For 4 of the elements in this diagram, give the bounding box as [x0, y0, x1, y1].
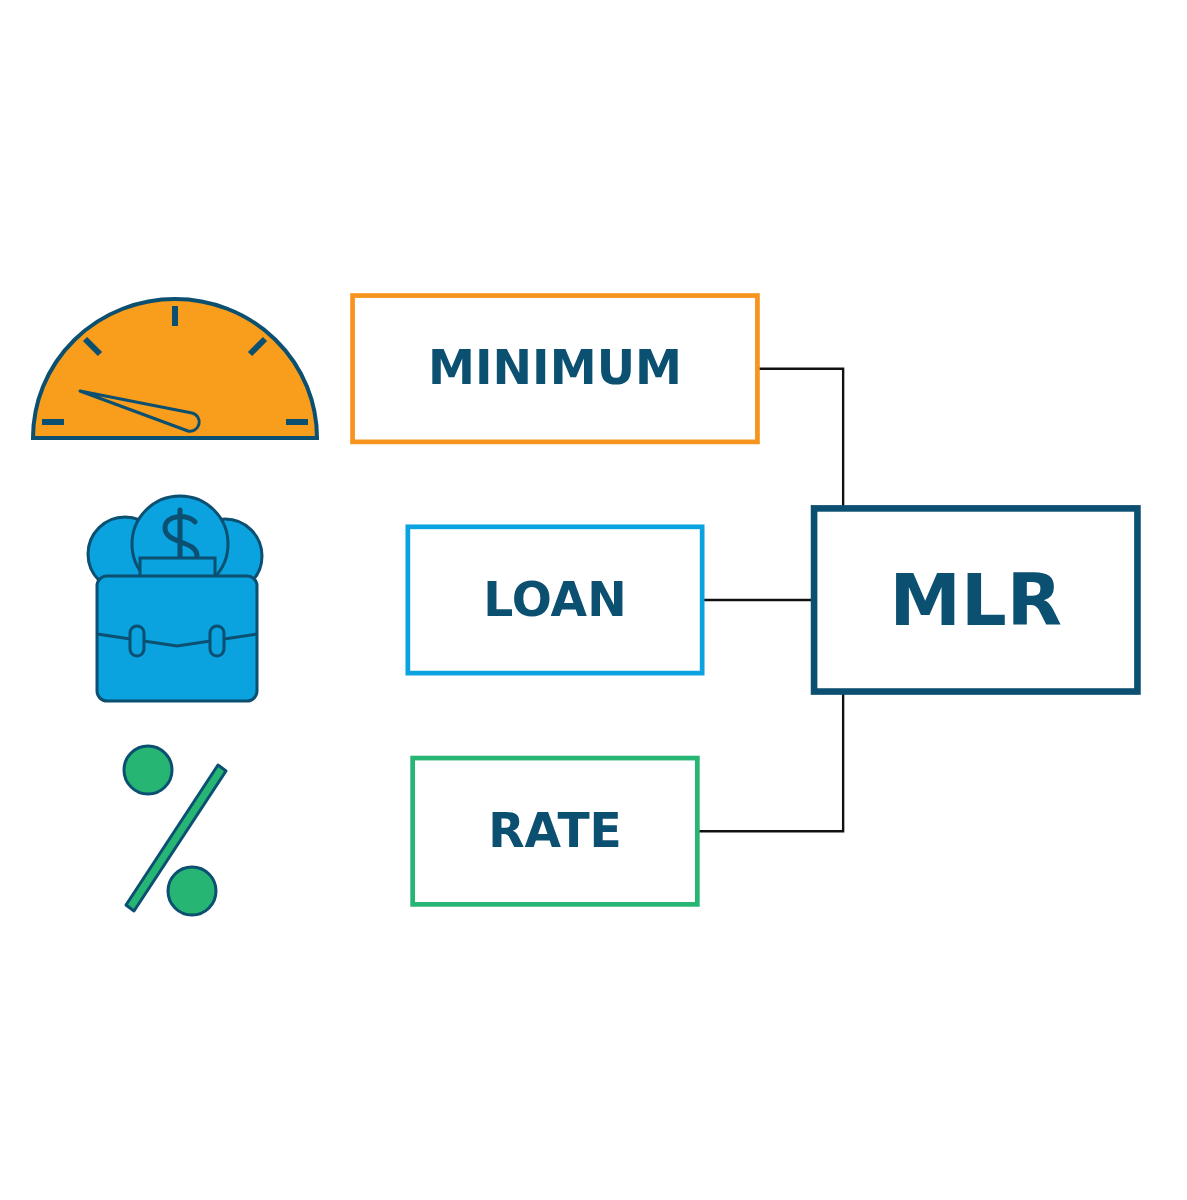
node-box: RATE [410, 755, 700, 907]
node-box: LOAN [405, 524, 705, 676]
node-box: MINIMUM [350, 293, 760, 445]
node-box: MLR [810, 505, 1141, 695]
